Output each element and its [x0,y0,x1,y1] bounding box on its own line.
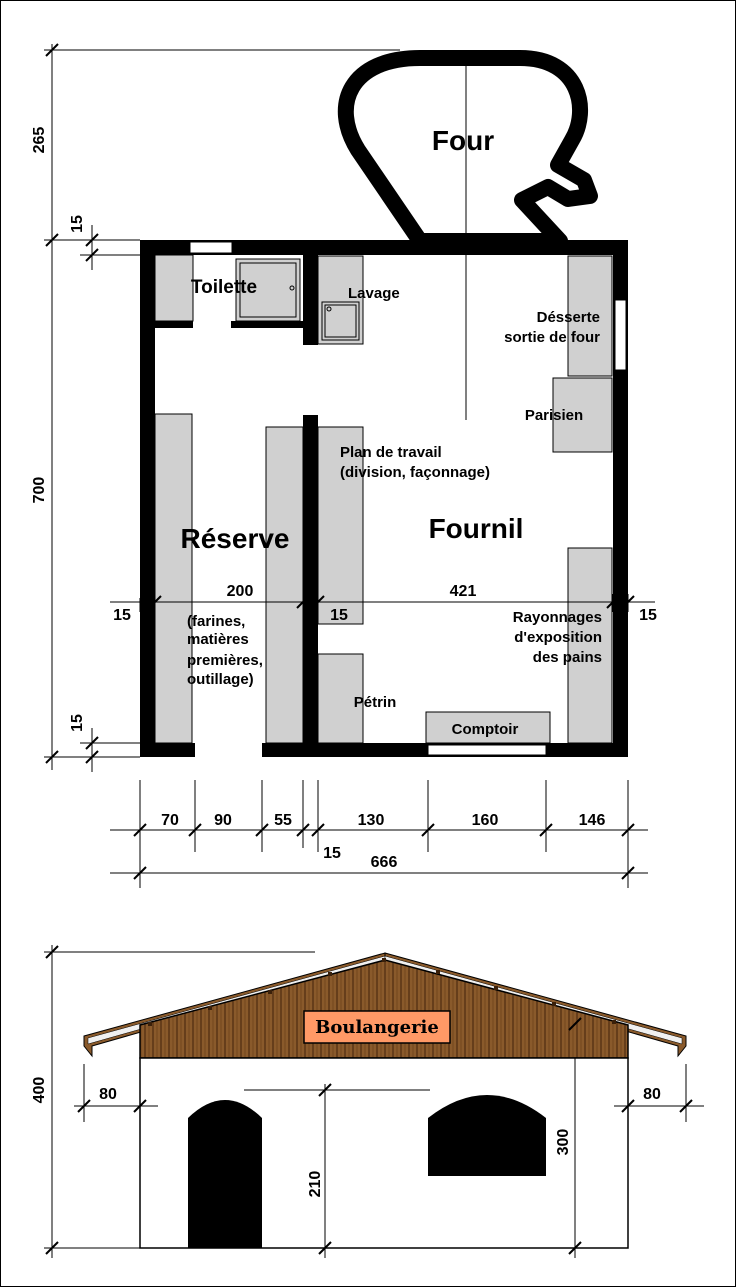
dim-seg3: 55 [274,812,292,829]
plan-label-2: (division, façonnage) [340,464,490,481]
facade-dimensions [44,945,704,1258]
reserve-note-1: (farines, [187,613,245,630]
dim-wall-top: 15 [69,215,86,233]
wall-left [140,240,155,757]
dim-seg5: 160 [472,812,499,829]
wall-inner-lower [303,415,318,745]
parisien-label: Parisien [525,407,583,424]
wall-toilette-right [231,321,304,328]
reserve-shelf-right [265,426,304,744]
wall-toilette-bottom [155,321,193,328]
window-top [189,241,233,254]
lavage-sink-inner [324,304,357,338]
toilette-label: Toilette [191,277,257,298]
dim-wall-bottom: 15 [69,714,86,732]
toilette-box-inner [239,262,297,318]
reserve-note-4: outillage) [187,671,254,688]
reserve-note-2: matières [187,631,249,648]
wall-bottom-left [140,743,195,757]
dim-wall-right: 15 [639,607,657,624]
petrin-unit [317,653,364,744]
dim-fournil-width: 421 [450,583,477,600]
dim-overhang-left: 80 [99,1086,117,1103]
dim-reserve-width: 200 [227,583,254,600]
dim-wall-height: 300 [555,1129,572,1156]
comptoir-label: Comptoir [452,721,519,738]
fournil-label: Fournil [429,513,524,544]
wall-inner-upper [303,255,318,345]
rayon-label-1: Rayonnages [513,609,602,626]
dim-seg6: 146 [579,812,606,829]
reserve-label: Réserve [181,523,290,554]
dim-total-width: 666 [371,854,398,871]
wall-top [140,240,628,255]
dim-overhang-right: 80 [643,1086,661,1103]
plan-dimensions [44,43,655,888]
plan-label-1: Plan de travail [340,444,442,461]
comptoir-unit [425,711,551,744]
bakery-sign [303,1010,451,1044]
parisien-shelf [552,377,613,453]
lavage-drain [326,306,332,312]
toilette-area [154,254,194,322]
window-bottom [427,744,547,756]
desserte-label-1: Désserte [537,309,600,326]
facade: Boulangerie [83,952,687,1249]
oven-shape [337,50,598,249]
rayonnage-shelf [567,547,613,744]
desserte-shelf [567,255,613,377]
lavage-label: Lavage [348,285,400,302]
dim-seg4: 130 [358,812,385,829]
reserve-shelf-left [154,413,193,744]
dim-seg2: 90 [214,812,232,829]
dim-seg-wall: 15 [323,845,341,862]
floor-plan: Four Toilette Lavage Désserte sortie de … [140,50,628,757]
rayon-label-3: des pains [533,649,602,666]
dim-building-depth: 700 [31,477,48,504]
dim-oven-height: 265 [31,127,48,154]
gable-nails [148,958,616,1026]
desserte-label-2: sortie de four [504,329,600,346]
rayon-label-2: d'exposition [514,629,602,646]
toilette-handle [289,285,295,291]
dim-wall-inner: 15 [330,607,348,624]
dim-seg1: 70 [161,812,179,829]
plan-de-travail-table [317,426,364,625]
reserve-note-3: premières, [187,652,263,669]
facade-window [428,1095,546,1176]
facade-door [188,1100,262,1248]
dim-facade-height: 400 [31,1077,48,1104]
dim-wall-left: 15 [113,607,131,624]
four-label: Four [432,125,494,156]
dim-door-height: 210 [307,1171,324,1198]
petrin-label: Pétrin [354,694,397,711]
bakery-sign-text: Boulangerie [315,1017,439,1038]
window-right [614,299,627,371]
